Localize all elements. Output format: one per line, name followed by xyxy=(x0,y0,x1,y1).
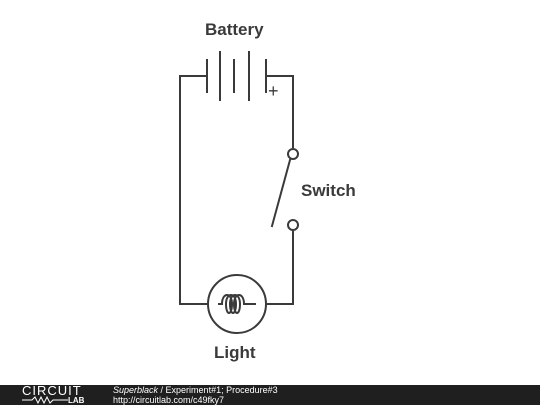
logo-text-lab: LAB xyxy=(68,396,85,405)
footer-user[interactable]: Superblack xyxy=(113,385,159,395)
footer-bar: CIRCUIT LAB Superblack / Experiment#1; P… xyxy=(0,383,540,405)
wire-right-top xyxy=(265,75,294,148)
battery-plus-sign: + xyxy=(268,81,279,101)
battery-label: Battery xyxy=(205,20,264,39)
footer-title: Experiment#1; Procedure#3 xyxy=(165,385,278,395)
wire-right-bottom xyxy=(265,231,294,305)
battery-symbol xyxy=(206,51,267,101)
resistor-wave-icon xyxy=(22,396,68,404)
logo-text-circuit: CIRCUIT xyxy=(22,383,82,398)
footer-url[interactable]: http://circuitlab.com/c49fky7 xyxy=(113,395,225,405)
footer-separator: / xyxy=(158,385,166,395)
circuitlab-logo: CIRCUIT LAB xyxy=(22,383,94,405)
wire-left-top xyxy=(179,75,209,305)
circuit-diagram: + xyxy=(179,51,299,334)
lamp-symbol xyxy=(207,274,267,334)
switch-symbol xyxy=(270,148,299,231)
footer-title-line: Superblack / Experiment#1; Procedure#3 xyxy=(113,385,278,395)
light-label: Light xyxy=(214,343,256,362)
switch-label: Switch xyxy=(301,181,356,200)
